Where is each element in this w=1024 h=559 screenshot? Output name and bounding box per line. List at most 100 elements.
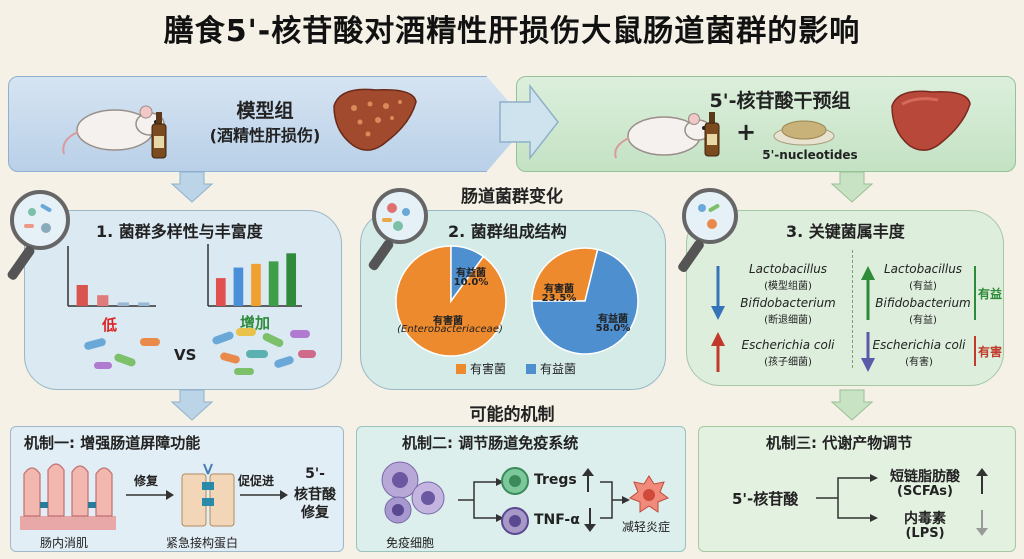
arrow-up-icon xyxy=(711,332,725,372)
mech3-source-label: 5'-核苷酸 xyxy=(732,490,799,508)
diversity-panel-title: 1. 菌群多样性与丰富度 xyxy=(96,222,263,241)
mechanism-heading: 可能的机制 xyxy=(469,405,555,425)
intestinal-villi-icon xyxy=(20,463,116,530)
mechanism-1-box xyxy=(10,426,344,552)
inflammation-icon xyxy=(628,475,670,513)
genus-panel-title: 3. 关键菌属丰度 xyxy=(786,222,905,241)
promote-arrow-icon xyxy=(240,490,288,500)
left-ecoli-name: Escherichia coli xyxy=(741,338,835,352)
mechanism-3-box xyxy=(698,426,1016,552)
diversity-low-chart xyxy=(67,246,156,307)
immune-cells-icon xyxy=(381,461,445,524)
bar xyxy=(251,263,261,306)
pie1-harmful-label: 有害菌 xyxy=(433,316,463,327)
toxin-label: 内毒素 xyxy=(904,511,946,527)
harmful-tag: 有害 xyxy=(978,345,1003,359)
vs-label: VS xyxy=(174,346,197,364)
mechanism-1-title: 机制一: 增强肠道屏障功能 xyxy=(24,434,201,452)
immune-cells-label: 免疫细胞 xyxy=(386,536,435,550)
toxin-down-arrow-icon xyxy=(976,510,988,536)
right-lactobacillus-name: Lactobacillus xyxy=(883,262,963,276)
pie-slice xyxy=(450,245,485,304)
mech1-result-line2: 核苷酸 xyxy=(294,487,336,503)
tregs-up-arrow-icon xyxy=(582,468,594,492)
bar xyxy=(76,285,88,306)
plus-sign: + xyxy=(736,118,757,146)
pie2-harmful-label: 有害菌 xyxy=(544,284,574,295)
left-bifidobacterium-name: Bifidobacterium xyxy=(740,296,836,310)
scfa-up-arrow-icon xyxy=(976,468,988,494)
mechanism-3-title: 机制三: 代谢产物调节 xyxy=(766,434,913,452)
right-ecoli-note: (有害) xyxy=(905,357,933,368)
down-arrow-icon xyxy=(170,389,214,421)
pie1-harmful-sub: (Enterobacteriaceae) xyxy=(397,324,503,335)
bar xyxy=(268,261,279,306)
beneficial-tag: 有益 xyxy=(978,287,1003,301)
diversity-low-label: 低 xyxy=(102,316,118,334)
down-arrow-icon xyxy=(170,171,214,203)
left-ecoli-note: (孩子细菌) xyxy=(764,357,812,368)
mechanism-2-title: 机制二: 调节肠道免疫系统 xyxy=(402,434,579,452)
model-group-title: 模型组 xyxy=(236,100,294,122)
scfa-en-label: (SCFAs) xyxy=(897,484,953,499)
tnf-cell-icon xyxy=(501,507,529,535)
left-lactobacillus-name: Lactobacillus xyxy=(748,262,828,276)
magnifier-icon xyxy=(7,190,70,280)
down-arrow-icon xyxy=(830,389,874,421)
diversity-high-chart xyxy=(207,244,302,307)
pie-slice xyxy=(531,248,639,355)
tnf-label: TNF-α xyxy=(534,512,580,528)
tnf-down-arrow-icon xyxy=(584,508,596,532)
rat-icon-right xyxy=(614,113,712,159)
bar xyxy=(117,302,129,306)
branch-arrows-icon xyxy=(458,478,504,522)
bacteria-dense-icon xyxy=(212,328,316,375)
right-bifidobacterium-name: Bifidobacterium xyxy=(875,296,971,310)
composition-panel-title: 2. 菌群组成结构 xyxy=(448,222,567,241)
legend-harmful-label: 有害菌 xyxy=(470,362,507,376)
left-bifidobacterium-note: (断退细菌) xyxy=(764,315,812,326)
beneficial-bracket xyxy=(974,266,976,320)
arrow-down-icon xyxy=(861,332,875,372)
rat-icon xyxy=(62,105,165,155)
junction-protein-label: 紧急接构蛋白 xyxy=(166,536,239,550)
magnifier-icon xyxy=(678,188,738,273)
left-lactobacillus-note: (模型组菌) xyxy=(764,281,812,292)
repair-label: 修复 xyxy=(134,474,159,488)
harmful-bracket xyxy=(974,336,976,366)
down-arrow-icon xyxy=(830,171,874,203)
merge-arrow-icon xyxy=(600,481,630,519)
mech1-result-line1: 5'- xyxy=(305,466,325,482)
arrow-up-icon xyxy=(861,266,875,320)
panel3-divider xyxy=(852,250,853,368)
arrow-down-icon xyxy=(711,266,725,320)
microbiota-change-heading: 肠道菌群变化 xyxy=(461,187,563,207)
genus-abundance-panel xyxy=(686,210,1004,386)
villi-label: 肠内消肌 xyxy=(40,536,89,550)
pie2-beneficial-label: 有益菌 xyxy=(598,314,628,325)
pie-slice xyxy=(531,247,599,302)
tregs-cell-icon xyxy=(501,467,529,495)
intervention-pie-chart xyxy=(531,247,639,355)
right-ecoli-name: Escherichia coli xyxy=(872,338,966,352)
supplement-label: 5'-nucleotides xyxy=(762,148,858,162)
tregs-label: Tregs xyxy=(534,472,577,488)
legend-harmful-swatch xyxy=(456,364,466,374)
bar xyxy=(215,278,226,306)
bar xyxy=(138,302,150,306)
promote-label: 促促进 xyxy=(238,474,275,488)
page-title: 膳食5'-核苷酸对酒精性肝损伤大鼠肠道菌群的影响 xyxy=(163,14,861,49)
legend-beneficial-label: 有益菌 xyxy=(540,362,577,376)
pie1-beneficial-label: 有益菌 xyxy=(456,268,486,279)
pie1-beneficial-pct: 10.0% xyxy=(453,277,489,288)
scfa-label: 短链脂肪酸 xyxy=(890,469,960,485)
pie2-beneficial-pct: 58.0% xyxy=(595,323,631,334)
nucleotide-powder-icon xyxy=(773,120,835,146)
pie2-harmful-pct: 23.5% xyxy=(541,293,577,304)
bar xyxy=(286,253,297,306)
bar xyxy=(97,295,109,306)
model-group-subtitle: (酒精性肝损伤) xyxy=(209,126,321,145)
right-lactobacillus-note: (有益) xyxy=(909,281,937,292)
alcohol-bottle-icon-right xyxy=(704,112,720,157)
fatty-liver-icon xyxy=(333,88,417,151)
